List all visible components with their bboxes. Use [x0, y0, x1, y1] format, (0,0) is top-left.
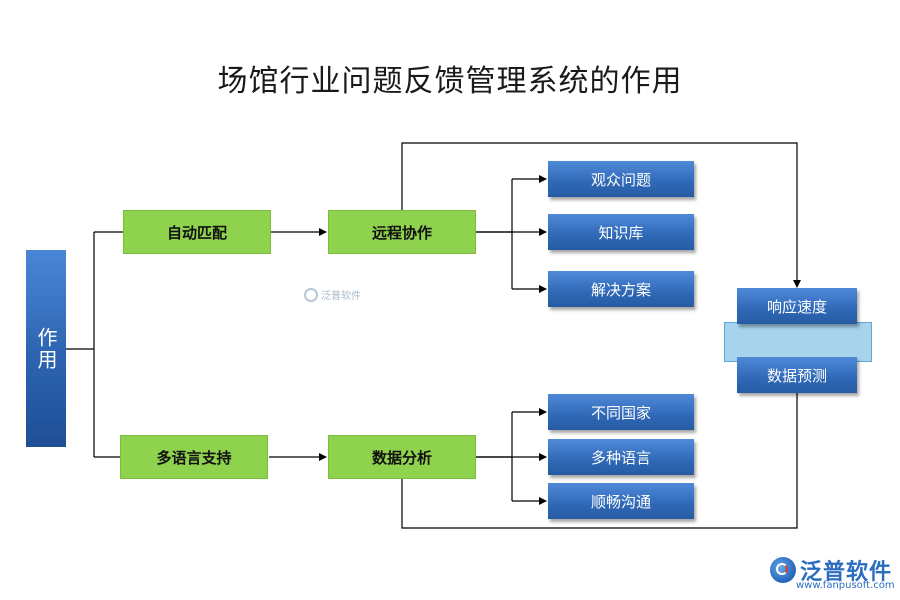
frame-bottom [401, 393, 798, 529]
frame-arrow-to-response [401, 142, 801, 288]
node-audience-issue: 观众问题 [548, 161, 694, 197]
node-response-speed: 响应速度 [737, 288, 857, 324]
node-data-analysis: 数据分析 [328, 435, 476, 479]
diagram-title: 场馆行业问题反馈管理系统的作用 [217, 64, 683, 99]
watermark: 泛普软件 [304, 287, 361, 302]
logo-url: www.fanpusoft.com [796, 580, 895, 591]
node-auto-match: 自动匹配 [123, 210, 271, 254]
node-remote-collab: 远程协作 [328, 210, 476, 254]
node-languages: 多种语言 [548, 439, 694, 475]
watermark-text: 泛普软件 [321, 291, 361, 302]
logo-text: 泛普软件 [800, 560, 893, 585]
logo-icon [770, 557, 796, 583]
connector-band [724, 322, 872, 362]
root-node: 作用 [26, 250, 66, 447]
node-solution: 解决方案 [548, 271, 694, 307]
node-multilang: 多语言支持 [120, 435, 268, 479]
node-communication: 顺畅沟通 [548, 483, 694, 519]
node-data-forecast: 数据预测 [737, 357, 857, 393]
node-knowledge-base: 知识库 [548, 214, 694, 250]
watermark-icon [304, 287, 318, 302]
node-countries: 不同国家 [548, 394, 694, 430]
brand-logo: 泛普软件 [770, 554, 892, 586]
